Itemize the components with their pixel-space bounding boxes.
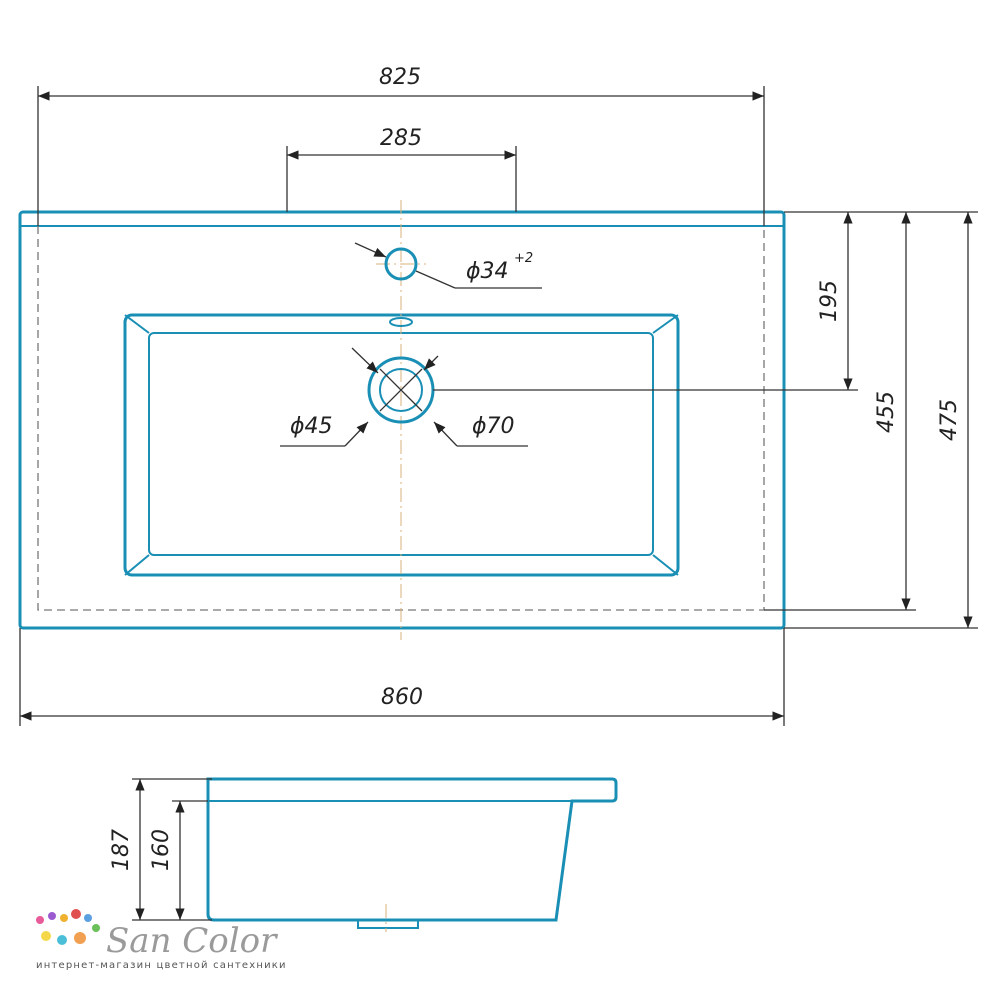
dimension-455: 455 [764, 211, 916, 611]
sancolor-logo: San Color интернет-магазин цветной санте… [36, 909, 287, 971]
dim-label-tap-hole: ϕ34 [466, 259, 509, 284]
dimension-195: 195 [433, 211, 858, 391]
bevel-line [124, 314, 150, 334]
dimension-475: 475 [784, 211, 978, 629]
sink-profile [206, 777, 618, 922]
dim-label-tap-tolerance: +2 [514, 251, 533, 266]
dim-label-860: 860 [381, 685, 423, 710]
side-view [206, 777, 618, 932]
drain-outlet [357, 920, 419, 929]
dim-label-drain-inner: ϕ45 [290, 414, 333, 439]
drain-inner [379, 368, 423, 412]
dim-label-195: 195 [817, 280, 842, 322]
dimension-drain: ϕ45 ϕ70 [280, 347, 528, 447]
dim-label-160: 160 [149, 829, 174, 871]
drain-cross [379, 368, 423, 412]
dimension-860: 860 [19, 628, 785, 726]
dimension-285: 285 [286, 126, 517, 212]
dimension-tap-hole: ϕ34 +2 [354, 242, 542, 289]
dim-label-187: 187 [109, 829, 134, 871]
logo-dots-icon [36, 909, 100, 945]
bevel-line [124, 554, 150, 576]
top-view [18, 200, 786, 640]
dim-label-825: 825 [379, 65, 421, 90]
overflow-slot [389, 317, 413, 327]
dim-label-475: 475 [937, 399, 962, 441]
dimension-825: 825 [37, 65, 765, 226]
bevel-line [652, 314, 679, 334]
dimension-187: 187 [109, 778, 212, 921]
logo-tagline: интернет-магазин цветной сантехники [36, 960, 287, 971]
dimension-160: 160 [149, 800, 208, 920]
dim-label-285: 285 [380, 126, 422, 151]
dim-label-drain-outer: ϕ70 [472, 414, 515, 439]
logo-name: San Color [106, 921, 278, 961]
bevel-line [652, 554, 679, 576]
tap-hole [384, 247, 418, 281]
sink-outline [18, 210, 786, 630]
dim-label-455: 455 [874, 391, 899, 433]
